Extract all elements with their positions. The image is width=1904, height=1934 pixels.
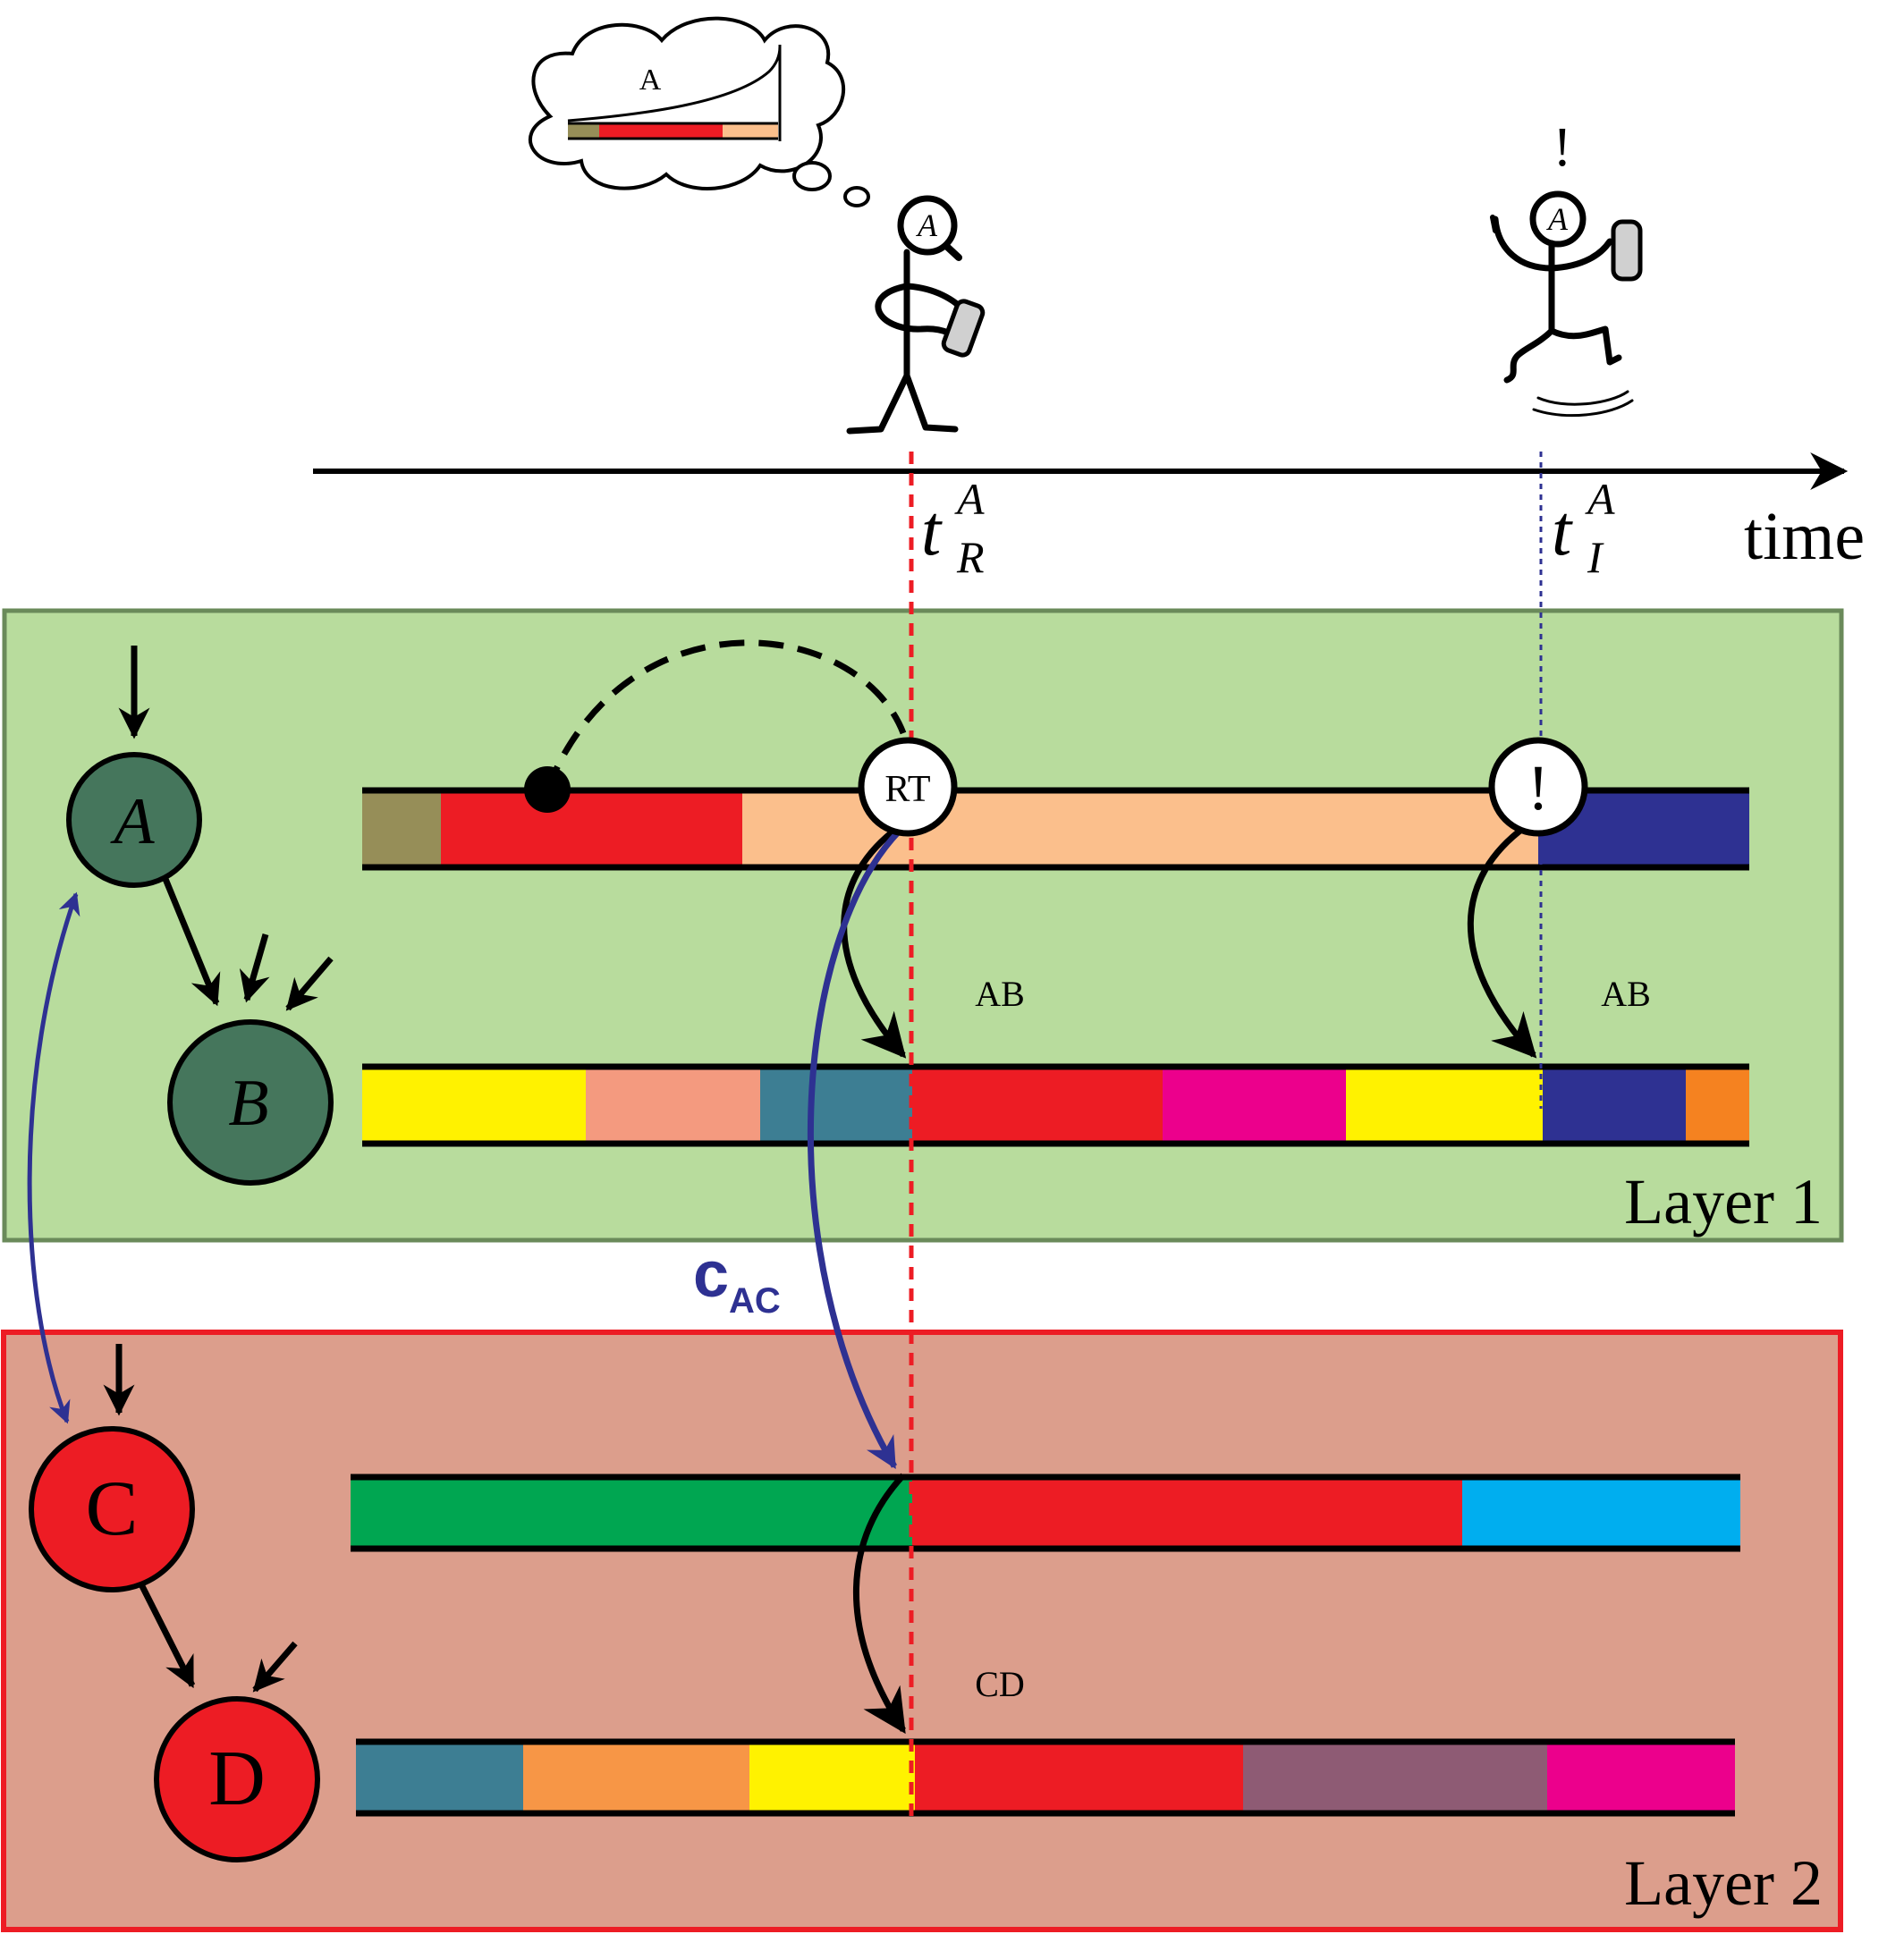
edge-label-cd: CD — [975, 1664, 1025, 1704]
timeline-d-segment — [749, 1742, 915, 1813]
interrupt-marker-label: ! — [1527, 752, 1549, 823]
timeline-b-segment — [1346, 1067, 1543, 1144]
node-c-label: C — [86, 1465, 139, 1552]
timeline-a-segment — [441, 790, 742, 867]
node-a — [66, 752, 202, 888]
node-b — [167, 1019, 334, 1186]
coupling-arrow-cac — [808, 829, 901, 1470]
node-d — [154, 1696, 320, 1862]
thought-bar-segment — [599, 123, 723, 138]
node-c — [29, 1426, 195, 1592]
stick-figure-surprised-head: A — [1546, 201, 1569, 237]
coupling-a-c — [27, 891, 80, 1424]
coupling-label-sub: AC — [729, 1281, 781, 1321]
thought-bar — [568, 122, 778, 140]
tick-t-i: t A I — [1552, 474, 1615, 582]
tick-t-i-sup: A — [1585, 474, 1615, 524]
stick-figure-texting — [846, 195, 986, 435]
timelines — [351, 787, 1749, 1817]
timeline-b — [362, 1063, 1749, 1147]
thought-bubble: A — [529, 16, 870, 207]
rt-marker-label: RT — [884, 769, 930, 810]
coupling-label-base: c — [693, 1239, 729, 1311]
thought-bar-segment — [723, 123, 778, 138]
timeline-b-segment — [1686, 1067, 1749, 1144]
thought-curve — [567, 46, 782, 122]
tick-t-r: t A R — [921, 474, 985, 582]
thought-bar-segment — [568, 123, 599, 138]
stick-figure-texting-head: A — [916, 207, 938, 243]
timeline-b-segment — [760, 1067, 912, 1144]
timeline-c — [351, 1474, 1740, 1552]
timeline-d — [356, 1738, 1735, 1817]
timeline-b-segment — [586, 1067, 760, 1144]
thought-label: A — [639, 63, 662, 97]
stick-figure-surprised — [1490, 190, 1643, 418]
layer-2-label: Layer 2 — [1624, 1847, 1823, 1919]
timeline-d-segment — [915, 1742, 1243, 1813]
timeline-c-segment — [351, 1477, 912, 1549]
edge-label-ab-1: AB — [975, 974, 1025, 1014]
timeline-b-segment — [1543, 1067, 1686, 1144]
rt-dashed-arc — [544, 639, 907, 791]
timeline-d-segment — [1243, 1742, 1547, 1813]
node-b-label: B — [228, 1067, 268, 1140]
graph-edges — [103, 646, 334, 1693]
interrupt-marker — [1488, 737, 1588, 837]
timeline-c-segment — [912, 1477, 1462, 1549]
timeline-c-segment — [1462, 1477, 1740, 1549]
node-a-label: A — [109, 785, 155, 858]
rt-marker — [858, 737, 958, 837]
tick-t-i-sub: I — [1587, 532, 1604, 582]
timeline-d-segment — [1547, 1742, 1735, 1813]
coupling-label: cAC — [693, 1239, 781, 1321]
tick-t-r-sub: R — [956, 532, 985, 582]
timeline-d-segment — [356, 1742, 523, 1813]
edge-label-ab-2: AB — [1601, 974, 1651, 1014]
tick-t-r-base: t — [921, 492, 943, 570]
surprise-exclaim: ! — [1553, 117, 1572, 178]
timeline-b-segment — [912, 1067, 1163, 1144]
timeline-d-segment — [523, 1742, 749, 1813]
layer-1-label: Layer 1 — [1624, 1166, 1823, 1237]
timeline-b-segment — [362, 1067, 586, 1144]
timeline-a-segment — [362, 790, 441, 867]
layer-2-box — [1, 1330, 1843, 1932]
tick-t-r-sup: A — [954, 474, 985, 524]
timeline-b-segment — [1163, 1067, 1346, 1144]
tick-t-i-base: t — [1552, 492, 1573, 570]
node-d-label: D — [208, 1736, 266, 1822]
time-label: time — [1744, 499, 1865, 574]
rt-origin-dot — [524, 766, 571, 813]
